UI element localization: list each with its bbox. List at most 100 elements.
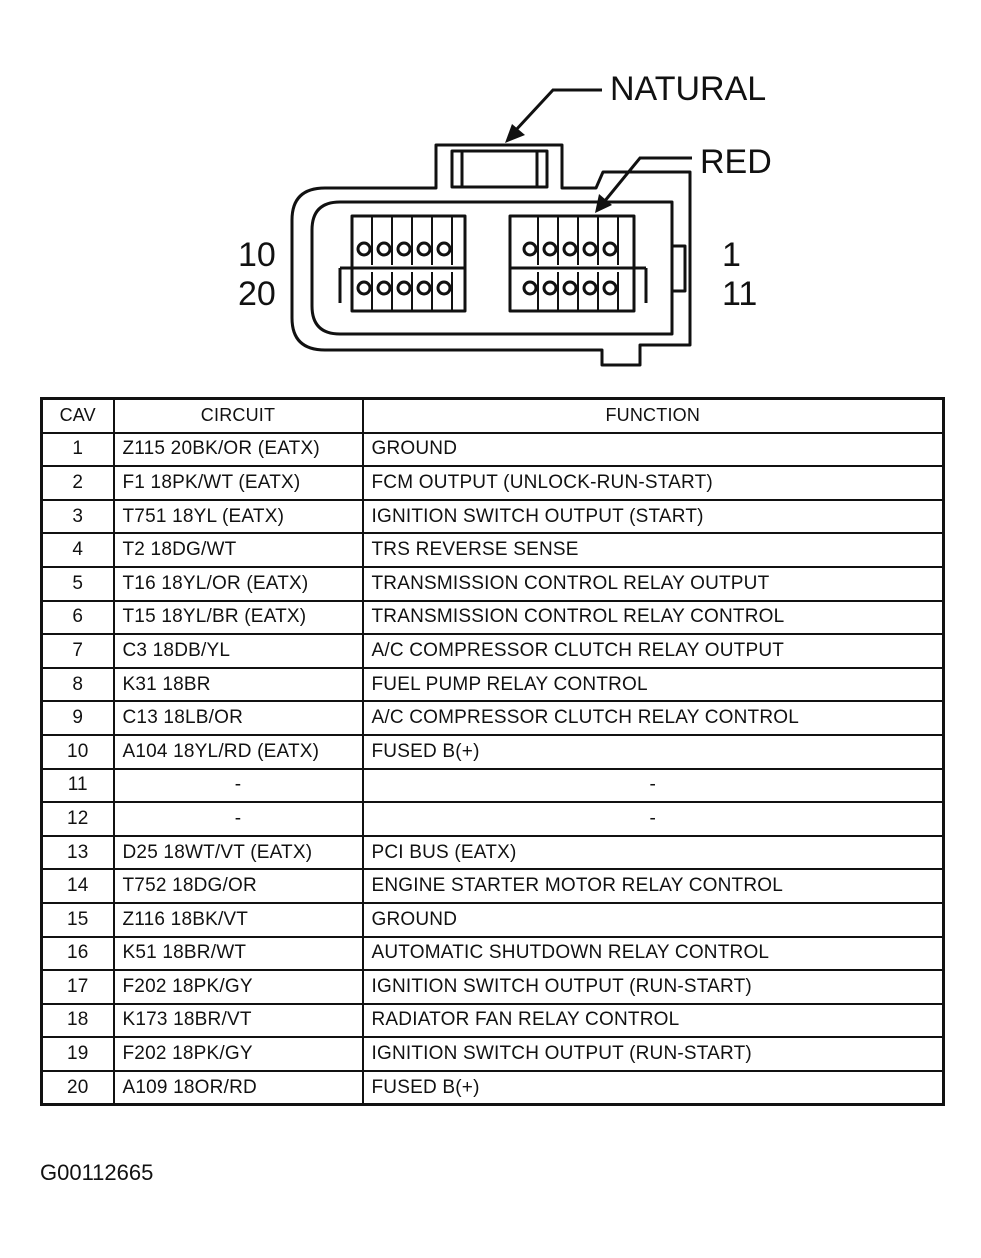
terminal-pin xyxy=(356,241,372,257)
cell-cav: 6 xyxy=(40,599,115,636)
cell-function: IGNITION SWITCH OUTPUT (START) xyxy=(361,498,945,535)
terminal-pin xyxy=(602,280,618,296)
cell-cav: 3 xyxy=(40,498,115,535)
cell-cav: 2 xyxy=(40,465,115,501)
cell-function: FUSED B(+) xyxy=(361,1069,945,1106)
cell-circuit: F202 18PK/GY xyxy=(112,969,364,1005)
cell-circuit: - xyxy=(112,801,364,837)
cell-circuit: T751 18YL (EATX) xyxy=(112,498,364,535)
cell-function: FUSED B(+) xyxy=(361,733,945,770)
cell-circuit: D25 18WT/VT (EATX) xyxy=(112,834,364,871)
cell-function: PCI BUS (EATX) xyxy=(361,834,945,871)
cell-cav: 14 xyxy=(40,868,115,904)
cell-circuit: T15 18YL/BR (EATX) xyxy=(112,599,364,636)
header-function: FUNCTION xyxy=(361,397,945,434)
cell-function: IGNITION SWITCH OUTPUT (RUN-START) xyxy=(361,969,945,1005)
cell-circuit: Z115 20BK/OR (EATX) xyxy=(112,431,364,468)
terminal-pin xyxy=(436,280,452,296)
pin-label-11: 11 xyxy=(722,275,757,313)
cell-cav: 11 xyxy=(40,767,115,804)
cell-circuit: F202 18PK/GY xyxy=(112,1036,364,1072)
cavity-block-right xyxy=(508,214,636,313)
cell-function: FCM OUTPUT (UNLOCK-RUN-START) xyxy=(361,465,945,501)
connector-diagram: NATURAL RED 10 20 1 11 xyxy=(238,70,772,367)
table-row: 12-- xyxy=(40,801,945,837)
terminal-pin xyxy=(356,280,372,296)
cell-cav: 17 xyxy=(40,969,115,1005)
cell-cav: 9 xyxy=(40,700,115,736)
label-red: RED xyxy=(700,143,772,181)
cell-cav: 13 xyxy=(40,834,115,871)
terminal-pin xyxy=(542,241,558,257)
header-circuit: CIRCUIT xyxy=(112,397,364,434)
terminal-pin xyxy=(416,280,432,296)
pin-label-10: 10 xyxy=(238,236,276,274)
red-arrowhead xyxy=(595,194,612,213)
cell-function: - xyxy=(361,767,945,804)
cell-circuit: A104 18YL/RD (EATX) xyxy=(112,733,364,770)
cell-cav: 4 xyxy=(40,532,115,568)
cell-function: RADIATOR FAN RELAY CONTROL xyxy=(361,1002,945,1039)
cell-cav: 15 xyxy=(40,901,115,938)
red-arrow xyxy=(602,156,692,203)
cell-cav: 19 xyxy=(40,1036,115,1072)
cell-cav: 20 xyxy=(40,1069,115,1106)
cell-function: A/C COMPRESSOR CLUTCH RELAY OUTPUT xyxy=(361,633,945,669)
cell-circuit: K31 18BR xyxy=(112,666,364,703)
terminal-pin xyxy=(436,241,452,257)
cell-circuit: F1 18PK/WT (EATX) xyxy=(112,465,364,501)
side-rib xyxy=(670,244,687,293)
cell-cav: 10 xyxy=(40,733,115,770)
cell-cav: 18 xyxy=(40,1002,115,1039)
cell-circuit: - xyxy=(112,767,364,804)
cell-function: TRS REVERSE SENSE xyxy=(361,532,945,568)
terminal-pin xyxy=(522,280,538,296)
cell-function: ENGINE STARTER MOTOR RELAY CONTROL xyxy=(361,868,945,904)
terminal-pin xyxy=(396,280,412,296)
cell-function: GROUND xyxy=(361,431,945,468)
terminal-pin xyxy=(542,280,558,296)
label-natural: NATURAL xyxy=(610,70,766,108)
cell-circuit: Z116 18BK/VT xyxy=(112,901,364,938)
natural-arrowhead xyxy=(505,124,525,143)
cell-cav: 5 xyxy=(40,565,115,602)
terminal-pin xyxy=(582,280,598,296)
table-row: 11-- xyxy=(40,767,945,804)
cell-cav: 8 xyxy=(40,666,115,703)
cell-cav: 16 xyxy=(40,935,115,972)
cell-circuit: C13 18LB/OR xyxy=(112,700,364,736)
terminal-pin xyxy=(522,241,538,257)
cell-circuit: K51 18BR/WT xyxy=(112,935,364,972)
terminal-pin xyxy=(376,241,392,257)
cell-function: FUEL PUMP RELAY CONTROL xyxy=(361,666,945,703)
cell-circuit: T2 18DG/WT xyxy=(112,532,364,568)
cell-circuit: K173 18BR/VT xyxy=(112,1002,364,1039)
cell-function: - xyxy=(361,801,945,837)
terminal-pin xyxy=(582,241,598,257)
cell-cav: 1 xyxy=(40,431,115,468)
cell-function: A/C COMPRESSOR CLUTCH RELAY CONTROL xyxy=(361,700,945,736)
terminal-pin xyxy=(562,241,578,257)
table-header-row: CAV CIRCUIT FUNCTION xyxy=(40,397,945,434)
connector-shell xyxy=(290,143,692,367)
terminal-pin xyxy=(376,280,392,296)
cell-cav: 7 xyxy=(40,633,115,669)
cell-circuit: T16 18YL/OR (EATX) xyxy=(112,565,364,602)
cell-circuit: A109 18OR/RD xyxy=(112,1069,364,1106)
